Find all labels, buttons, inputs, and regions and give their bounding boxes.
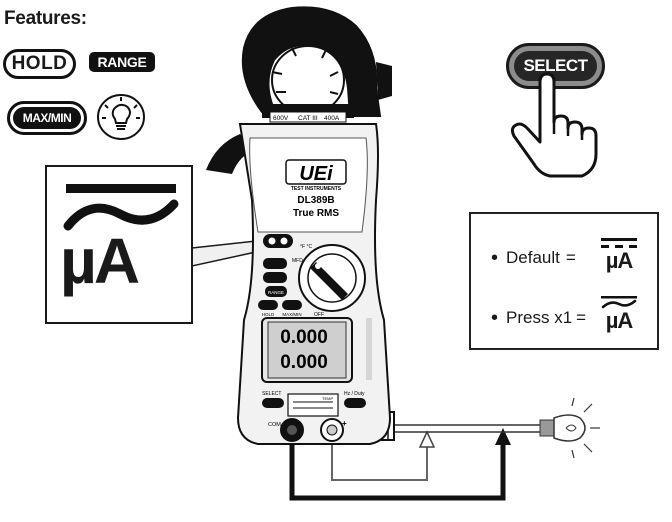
meter-hold-label: HOLD (262, 312, 275, 317)
maxmin-label: MAX/MIN (13, 107, 81, 129)
meter-hz-button (344, 398, 366, 408)
ac-wave-icon (63, 184, 179, 231)
meter-maxmin-label: MAX/MIN (282, 312, 301, 317)
meter-hz-label: Hz / Duty (344, 391, 365, 397)
dc-symbol-icon (601, 238, 637, 248)
features-title: Features: (4, 8, 87, 29)
lightbulb-icon[interactable] (96, 93, 146, 141)
com-jack-label: COM (268, 422, 281, 428)
display-unit-label: µA (60, 225, 140, 297)
rating-volts-text: 600V (273, 115, 289, 122)
select-button-label: SELECT (514, 51, 597, 81)
pointing-hand-icon (510, 72, 598, 178)
mode-legend-box: • Default = µA • Press x1 = µA (469, 212, 659, 350)
red-test-lead (331, 440, 428, 481)
dial-off-label: OFF (314, 312, 324, 318)
black-lead-arrowhead (495, 428, 511, 445)
meter-select-label: SELECT (262, 391, 281, 397)
brand-subtitle: TEST INSTRUMENTS (291, 186, 342, 192)
bulb-under-test (539, 397, 600, 459)
meter-button-3 (263, 272, 287, 283)
meter-hold-button (258, 300, 278, 310)
mode-default-label: Default (506, 248, 560, 267)
meter-range-button (265, 286, 287, 297)
mode-row-default: • Default = (491, 246, 576, 269)
brand-logo: UEi (299, 163, 333, 185)
meter-button-2 (263, 258, 287, 269)
model-label: DL389B (297, 195, 334, 206)
meter-mode-button[interactable] (263, 234, 293, 248)
jack-panel (287, 393, 339, 417)
red-lead-arrowhead (418, 430, 436, 448)
meter-maxmin-button (282, 300, 302, 310)
ac-wave-icon (601, 296, 637, 309)
hold-button[interactable]: HOLD (3, 49, 76, 79)
true-rms-label: True RMS (293, 208, 339, 219)
temp-jack-label: TEMP (322, 396, 333, 401)
lcd-screen (267, 321, 347, 379)
plus-jack-label: + (342, 419, 347, 428)
mode-row-press: • Press x1 = (491, 306, 587, 329)
mode-press-unit: µA (597, 296, 641, 332)
black-test-lead (289, 440, 506, 501)
brand-logo-frame (285, 159, 347, 185)
dial-mfd-label: MFD (292, 258, 303, 264)
mode-default-unit: µA (597, 236, 641, 272)
maxmin-button[interactable]: MAX/MIN (7, 101, 87, 135)
lcd-readout-bottom: 0.000 (280, 352, 328, 373)
meter-select-button[interactable] (262, 398, 284, 408)
meter-range-label: RANGE (268, 290, 284, 295)
mode-press-label: Press x1 (506, 308, 573, 327)
lcd-readout-top: 0.000 (280, 327, 328, 348)
clamp-jaw (241, 6, 392, 118)
dial-temp-label: °F °C (300, 244, 312, 250)
rating-strip (269, 111, 347, 123)
rating-cat-text: CAT III (298, 115, 318, 122)
rating-amps-text: 400A (324, 115, 340, 122)
range-button[interactable]: RANGE (89, 52, 155, 72)
